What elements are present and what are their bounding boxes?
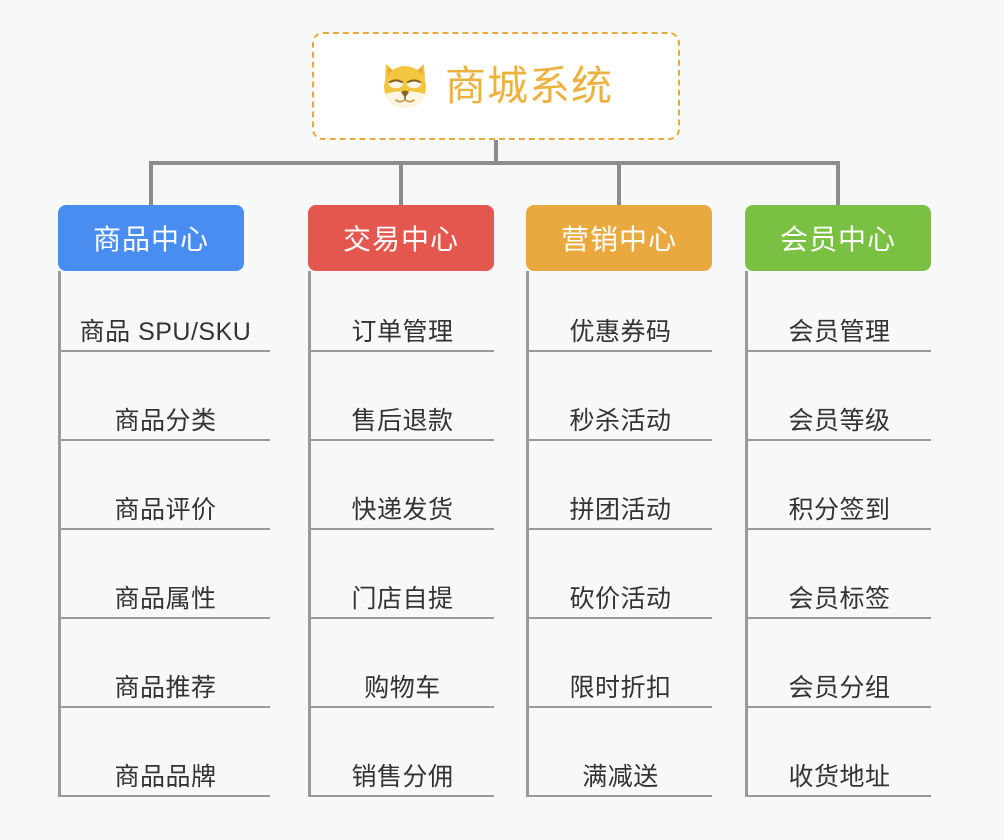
list-item[interactable]: 商品 SPU/SKU — [61, 271, 270, 352]
category-title: 交易中心 — [342, 224, 459, 255]
connector-horizontal-bus — [149, 161, 840, 165]
list-item[interactable]: 秒杀活动 — [529, 352, 712, 441]
leaf-label: 拼团活动 — [569, 495, 672, 524]
leaf-label: 商品属性 — [114, 584, 217, 613]
leaf-label: 商品推荐 — [114, 673, 217, 702]
leaf-label: 限时折扣 — [569, 673, 672, 702]
leaf-label: 砍价活动 — [569, 584, 672, 613]
leaf-label: 会员标签 — [788, 584, 891, 613]
category-header-trade-center[interactable]: 交易中心 — [308, 205, 494, 271]
category-header-product-center[interactable]: 商品中心 — [58, 205, 244, 271]
connector-drop-marketing-center — [617, 161, 621, 205]
list-item[interactable]: 会员分组 — [748, 619, 931, 708]
branch-trade-center: 交易中心 订单管理 售后退款 快递发货 门店自提 购物车 销售分佣 — [308, 205, 528, 797]
list-item[interactable]: 积分签到 — [748, 441, 931, 530]
list-item[interactable]: 购物车 — [311, 619, 494, 708]
branch-product-center: 商品中心 商品 SPU/SKU 商品分类 商品评价 商品属性 商品推荐 商品品牌 — [58, 205, 278, 797]
list-item[interactable]: 会员等级 — [748, 352, 931, 441]
list-item[interactable]: 会员标签 — [748, 530, 931, 619]
connector-drop-trade-center — [399, 161, 403, 205]
shiba-dog-face-icon — [379, 60, 431, 112]
list-item[interactable]: 订单管理 — [311, 271, 494, 352]
list-item[interactable]: 商品属性 — [61, 530, 270, 619]
list-item[interactable]: 销售分佣 — [311, 708, 494, 797]
branch-member-center: 会员中心 会员管理 会员等级 积分签到 会员标签 会员分组 收货地址 — [745, 205, 965, 797]
leaf-label: 收货地址 — [788, 762, 891, 791]
connector-root-stem — [494, 140, 498, 164]
list-item[interactable]: 收货地址 — [748, 708, 931, 797]
list-item[interactable]: 砍价活动 — [529, 530, 712, 619]
category-title: 营销中心 — [560, 224, 677, 255]
list-item[interactable]: 商品品牌 — [61, 708, 270, 797]
leaf-label: 销售分佣 — [351, 762, 454, 791]
list-item[interactable]: 商品评价 — [61, 441, 270, 530]
leaf-label: 商品 SPU/SKU — [79, 317, 252, 346]
category-title: 会员中心 — [779, 224, 896, 255]
leaf-label: 门店自提 — [351, 584, 454, 613]
leaf-list-member-center: 会员管理 会员等级 积分签到 会员标签 会员分组 收货地址 — [745, 271, 931, 797]
leaf-label: 商品品牌 — [114, 762, 217, 791]
leaf-label: 购物车 — [364, 673, 441, 702]
list-item[interactable]: 售后退款 — [311, 352, 494, 441]
list-item[interactable]: 快递发货 — [311, 441, 494, 530]
leaf-label: 秒杀活动 — [569, 406, 672, 435]
connector-drop-member-center — [836, 161, 840, 205]
branch-marketing-center: 营销中心 优惠券码 秒杀活动 拼团活动 砍价活动 限时折扣 满减送 — [526, 205, 746, 797]
list-item[interactable]: 拼团活动 — [529, 441, 712, 530]
root-node[interactable]: 商城系统 — [312, 32, 680, 140]
leaf-list-marketing-center: 优惠券码 秒杀活动 拼团活动 砍价活动 限时折扣 满减送 — [526, 271, 712, 797]
list-item[interactable]: 优惠券码 — [529, 271, 712, 352]
list-item[interactable]: 商品分类 — [61, 352, 270, 441]
leaf-label: 积分签到 — [788, 495, 891, 524]
leaf-label: 商品评价 — [114, 495, 217, 524]
leaf-label: 会员管理 — [788, 317, 891, 346]
list-item[interactable]: 商品推荐 — [61, 619, 270, 708]
leaf-label: 满减送 — [582, 762, 659, 791]
leaf-label: 会员分组 — [788, 673, 891, 702]
leaf-list-product-center: 商品 SPU/SKU 商品分类 商品评价 商品属性 商品推荐 商品品牌 — [58, 271, 270, 797]
leaf-label: 会员等级 — [788, 406, 891, 435]
category-header-member-center[interactable]: 会员中心 — [745, 205, 931, 271]
list-item[interactable]: 满减送 — [529, 708, 712, 797]
leaf-label: 快递发货 — [351, 495, 454, 524]
list-item[interactable]: 限时折扣 — [529, 619, 712, 708]
leaf-label: 售后退款 — [351, 406, 454, 435]
list-item[interactable]: 门店自提 — [311, 530, 494, 619]
root-title: 商城系统 — [445, 62, 613, 109]
leaf-label: 优惠券码 — [569, 317, 672, 346]
category-header-marketing-center[interactable]: 营销中心 — [526, 205, 712, 271]
leaf-list-trade-center: 订单管理 售后退款 快递发货 门店自提 购物车 销售分佣 — [308, 271, 494, 797]
connector-drop-product-center — [149, 161, 153, 205]
list-item[interactable]: 会员管理 — [748, 271, 931, 352]
leaf-label: 订单管理 — [351, 317, 454, 346]
leaf-label: 商品分类 — [114, 406, 217, 435]
category-title: 商品中心 — [92, 224, 209, 255]
